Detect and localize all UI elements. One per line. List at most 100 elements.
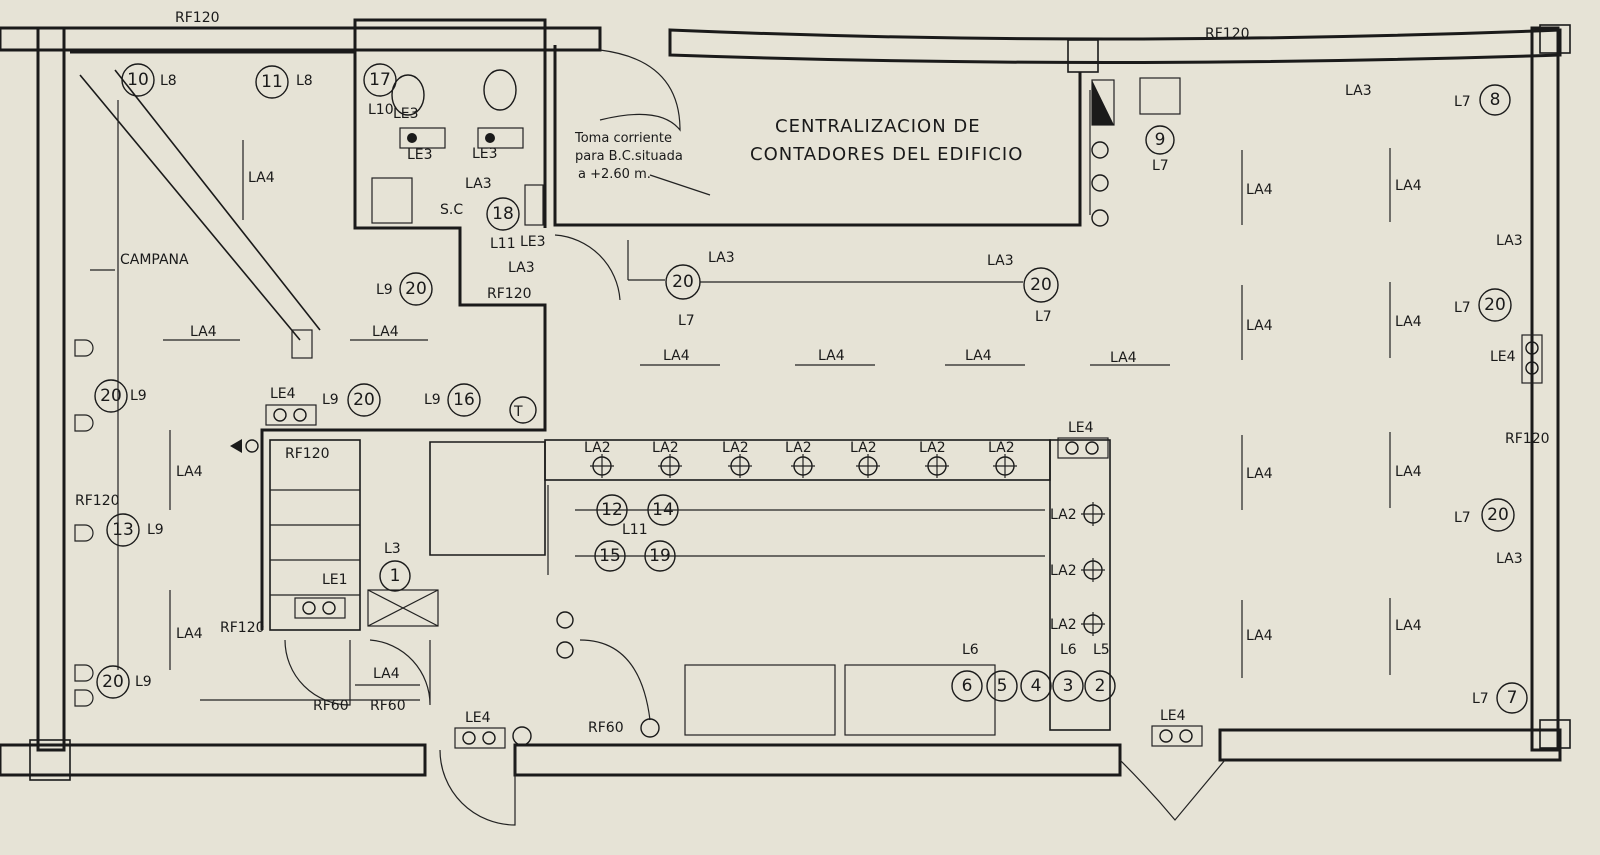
la4-fixture: LA4: [1389, 282, 1422, 358]
rf60-label: RF60: [370, 698, 406, 714]
le4-label: LE4: [1490, 349, 1516, 365]
svg-text:16: 16: [453, 390, 475, 410]
svg-text:17: 17: [369, 70, 391, 90]
l7-label: L7: [678, 313, 695, 329]
l7-label: L7: [1035, 309, 1052, 325]
svg-text:11: 11: [261, 72, 283, 92]
l5-label: L5: [1093, 642, 1110, 658]
svg-text:LA4: LA4: [818, 348, 845, 364]
meter-panel-fill: [1092, 80, 1114, 125]
north-wall-right: [668, 28, 1562, 64]
rf120-label: RF120: [1205, 26, 1250, 42]
l9-label: L9: [147, 522, 164, 538]
la4-fixture: LA4: [1389, 148, 1422, 222]
svg-text:LA4: LA4: [1395, 178, 1422, 194]
south-wall-left: [0, 743, 427, 777]
le3-dot: [485, 133, 495, 143]
le3-dot: [407, 133, 417, 143]
l7-label: L7: [1152, 158, 1169, 174]
column-sw: [29, 739, 71, 781]
wall-lamp-icon: [74, 524, 94, 542]
svg-text:LA4: LA4: [1246, 466, 1273, 482]
note-line-1: Toma corriente: [574, 131, 672, 146]
svg-text:LA2: LA2: [1050, 507, 1077, 523]
south-wall-right: [1218, 728, 1562, 762]
svg-text:LA4: LA4: [1395, 618, 1422, 634]
l7-label: L7: [1454, 94, 1471, 110]
sink: [371, 177, 413, 224]
svg-text:6: 6: [962, 676, 973, 696]
circuit-markers: 10 11 17 18 9 8 20 20 20 20 20 20 16 13 …: [94, 63, 1528, 714]
l9-label: L9: [376, 282, 393, 298]
svg-text:LA4: LA4: [248, 170, 275, 186]
rf120-label: RF120: [220, 620, 265, 636]
bar-counter-side: [1049, 439, 1111, 731]
svg-text:LA2: LA2: [1050, 563, 1077, 579]
la2-fixture: LA2: [850, 440, 880, 478]
svg-text:LA4: LA4: [1110, 350, 1137, 366]
svg-text:LA4: LA4: [176, 626, 203, 642]
la4-fixture: LA4: [169, 590, 203, 670]
svg-text:4: 4: [1031, 676, 1042, 696]
le3-box: [524, 184, 544, 226]
la4-fixtures: LA4 LA4 LA4 LA4 LA4 LA4 LA4 LA4 LA4 LA4 …: [163, 140, 1422, 686]
le4-box: [1151, 725, 1203, 747]
column-ne: [1539, 24, 1571, 54]
hood-duct: [79, 74, 301, 341]
wall-lamp-icon: [74, 339, 94, 357]
svg-text:10: 10: [127, 70, 149, 90]
svg-text:LA2: LA2: [584, 440, 611, 456]
circuit-marker: 18: [486, 197, 520, 231]
wiring: [90, 90, 1091, 701]
meter-circle: [1091, 174, 1109, 192]
la3-label: LA3: [1496, 233, 1523, 249]
wall-lamp-icon: [74, 689, 94, 707]
le4-boxes: [265, 334, 1543, 749]
la4-fixture: LA4: [1241, 150, 1273, 225]
svg-text:LA2: LA2: [785, 440, 812, 456]
la2-fixture: LA2: [1050, 502, 1105, 526]
door-main: [1119, 759, 1226, 821]
sc-label: S.C: [440, 202, 463, 218]
la4-fixture: LA4: [169, 430, 203, 510]
le4-label: LE4: [1160, 708, 1186, 724]
toilets-block: [353, 18, 547, 228]
la2-fixtures: LA2 LA2 LA2 LA2 LA2 LA2 LA2 LA2 LA2 LA2: [584, 440, 1105, 636]
t-marker: [509, 396, 537, 424]
title-line-1: CENTRALIZACION DE: [775, 116, 981, 137]
door-rf60-b: [369, 639, 431, 706]
svg-text:7: 7: [1507, 688, 1518, 708]
la4-fixture: LA4: [1241, 285, 1273, 360]
circuit-marker: 3: [1052, 670, 1084, 702]
svg-text:LA2: LA2: [919, 440, 946, 456]
west-wall: [36, 26, 66, 752]
l8-label: L8: [296, 73, 313, 89]
circuit-marker: 20: [1481, 498, 1515, 532]
l9-label: L9: [135, 674, 152, 690]
title-line-2: CONTADORES DEL EDIFICIO: [750, 144, 1023, 165]
svg-text:LA2: LA2: [722, 440, 749, 456]
door-meter-room: [599, 49, 681, 132]
l6-label: L6: [1060, 642, 1077, 658]
fan-circle: [512, 726, 532, 746]
le4-box: [265, 404, 317, 426]
svg-text:20: 20: [1484, 295, 1506, 315]
svg-text:LA4: LA4: [373, 666, 400, 682]
rf120-label: RF120: [487, 286, 532, 302]
meter-room-walls: [553, 45, 1082, 227]
south-wall-mid: [513, 743, 1122, 777]
toilets: [371, 69, 544, 226]
svg-text:20: 20: [102, 672, 124, 692]
circuit-marker: 5: [986, 670, 1018, 702]
svg-text:20: 20: [1487, 505, 1509, 525]
circuit-marker: 6: [951, 670, 983, 702]
north-wall-left: [0, 26, 602, 52]
circuit-marker: 2: [1084, 670, 1116, 702]
svg-text:LA2: LA2: [988, 440, 1015, 456]
svg-text:LA4: LA4: [1395, 464, 1422, 480]
wall-lamp-icon: [74, 664, 94, 682]
l7-label: L7: [1472, 691, 1489, 707]
svg-text:LA4: LA4: [1246, 182, 1273, 198]
svg-text:LA4: LA4: [176, 464, 203, 480]
la4-fixture: LA4: [242, 140, 275, 220]
